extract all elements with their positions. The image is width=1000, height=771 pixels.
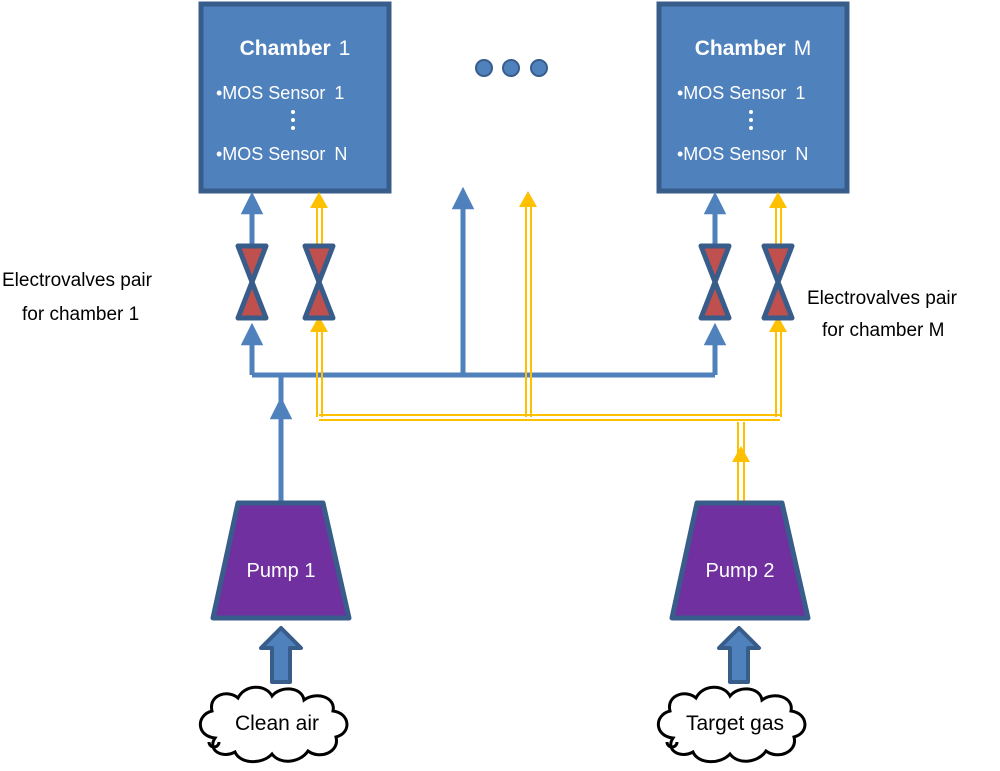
valve-icon — [235, 243, 269, 321]
valve-label-left-line1: Electrovalves pair — [2, 270, 153, 291]
valve-icon — [302, 243, 336, 321]
target-gas-label: Target gas — [686, 712, 784, 735]
target-gas-arrowheads — [310, 191, 787, 462]
more-chambers-ellipsis-icon — [475, 59, 548, 77]
valve-pair-chamber-1 — [235, 243, 336, 321]
clean-air-lines — [240, 186, 727, 505]
pump-2: Pump 2 — [669, 500, 811, 621]
valve-icon — [761, 243, 795, 321]
valve-label-left-line2: for chamber 1 — [22, 304, 139, 325]
pump-1-label: Pump 1 — [247, 560, 316, 582]
valve-pair-chamber-m — [698, 243, 795, 321]
clean-air-label: Clean air — [235, 712, 319, 735]
pump-2-label: Pump 2 — [706, 560, 775, 582]
intake-arrow-target-gas — [717, 626, 761, 684]
valve-label-right-line1: Electrovalves pair — [807, 288, 958, 309]
clean-air-cloud: Clean air — [198, 685, 349, 764]
target-gas-lines — [316, 205, 782, 505]
pump-1: Pump 1 — [210, 500, 352, 621]
intake-arrow-clean-air — [259, 626, 303, 684]
valve-label-right-line2: for chamber M — [822, 320, 944, 341]
target-gas-cloud: Target gas — [656, 685, 807, 764]
chamber-m-ellipsis-icon — [749, 110, 753, 130]
chamber-1-ellipsis-icon — [291, 110, 295, 130]
valve-icon — [698, 243, 732, 321]
